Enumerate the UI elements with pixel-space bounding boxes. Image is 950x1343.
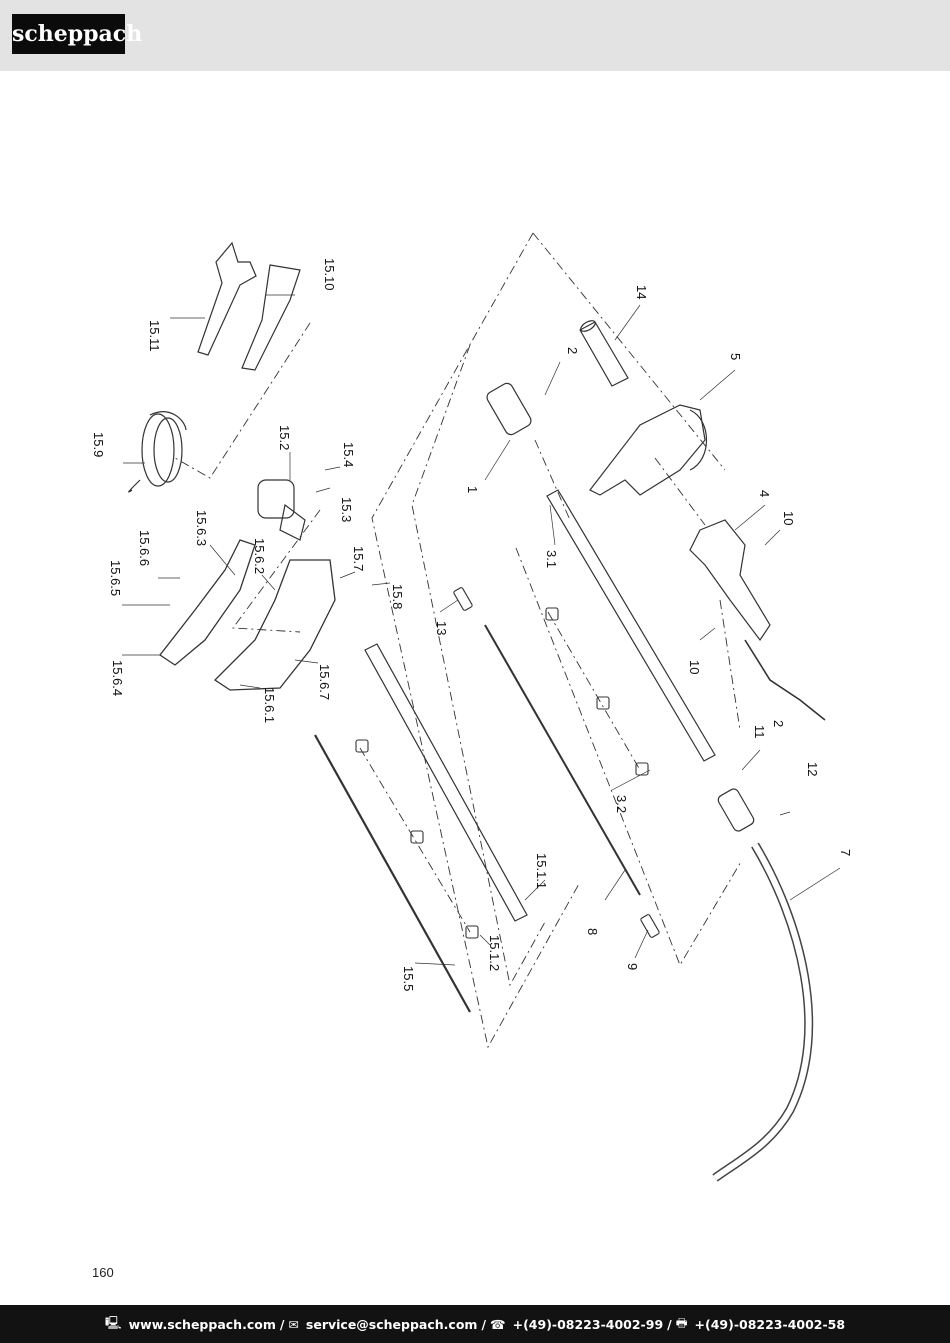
part-label: 12 — [805, 762, 820, 776]
assembly-guide-lines — [174, 232, 743, 1049]
part-label: 9 — [625, 963, 640, 970]
part-label: 15.10 — [322, 258, 337, 291]
part-label: 7 — [838, 849, 853, 856]
part-label-group: 1 2 3.1 3.2 4 5 7 8 9 10 10 11 2 12 13 1… — [91, 258, 853, 991]
part-trigger-handle — [689, 519, 826, 721]
computer-icon: 🖳 — [104, 1314, 122, 1330]
part-label: 15.9 — [91, 432, 106, 457]
mail-icon: ✉ — [288, 1316, 299, 1332]
part-label: 3.1 — [544, 550, 559, 568]
part-label: 15.7 — [351, 546, 366, 571]
part-label: 15.6.6 — [137, 530, 152, 566]
part-label: 15.6.7 — [317, 664, 332, 700]
footer-website[interactable]: www.scheppach.com — [128, 1316, 276, 1332]
page-number: 160 — [92, 1265, 114, 1280]
footer-separator: / — [667, 1316, 672, 1332]
part-nuts — [355, 587, 660, 939]
part-label: 15.5 — [401, 966, 416, 991]
part-label: 15.6.5 — [108, 560, 123, 596]
part-label: 14 — [634, 285, 649, 299]
footer-email[interactable]: service@scheppach.com — [305, 1316, 478, 1332]
part-label: 15.6.4 — [110, 660, 125, 696]
part-shaft-upper — [546, 489, 716, 762]
part-spool-head — [128, 411, 187, 493]
part-gear-head — [257, 479, 306, 541]
part-label: 15.6.3 — [194, 510, 209, 546]
phone-icon: ☎ — [490, 1316, 506, 1332]
header-bar: scheppach — [0, 0, 950, 71]
part-label: 3.2 — [614, 795, 629, 813]
footer-separator: / — [481, 1316, 487, 1332]
part-cable — [712, 842, 814, 1182]
scheppach-logo: scheppach — [12, 14, 142, 54]
leader-lines — [122, 294, 841, 966]
part-drive-rod — [314, 734, 471, 1013]
part-guard — [213, 559, 336, 691]
part-label: 15.2 — [277, 425, 292, 450]
footer-bar: 🖳 www.scheppach.com / ✉ service@scheppac… — [0, 1305, 950, 1343]
part-coupling — [486, 382, 532, 436]
part-label: 11 — [752, 725, 767, 739]
part-tube — [579, 320, 629, 387]
part-label: 15.3 — [339, 497, 354, 522]
part-wrench — [197, 241, 257, 356]
part-label: 8 — [585, 928, 600, 935]
footer-fax: +(49)-08223-4002-58 — [694, 1316, 846, 1332]
diagram-drawing: 1 2 3.1 3.2 4 5 7 8 9 10 10 11 2 12 13 1… — [91, 232, 853, 1182]
part-label: 15.11 — [147, 320, 162, 352]
part-label: 15.1.2 — [487, 935, 502, 971]
part-label: 5 — [728, 353, 743, 360]
fax-icon: 🖶 — [675, 1314, 688, 1330]
exploded-parts-diagram: 1 2 3.1 3.2 4 5 7 8 9 10 10 11 2 12 13 1… — [0, 71, 950, 1304]
part-blade — [241, 264, 301, 371]
footer-phone[interactable]: +(49)-08223-4002-99 — [512, 1316, 664, 1332]
footer-separator: / — [279, 1316, 285, 1332]
part-label: 13 — [434, 621, 449, 635]
part-connector — [717, 788, 755, 832]
part-label: 2 — [565, 347, 580, 354]
part-label: 10 — [687, 660, 702, 674]
part-label: 15.1.1 — [534, 853, 549, 889]
part-label: 15.4 — [341, 442, 356, 467]
part-drive-shaft — [484, 624, 641, 896]
part-label: 2 — [771, 720, 786, 727]
part-handle — [589, 404, 708, 496]
part-label: 15.6.2 — [252, 538, 267, 574]
part-guard-extension — [159, 539, 256, 666]
part-label: 1 — [465, 486, 480, 493]
part-label: 15.6.1 — [262, 687, 277, 723]
part-shaft-lower — [364, 643, 528, 922]
part-label: 15.8 — [390, 584, 405, 609]
part-label: 4 — [757, 490, 772, 497]
part-label: 10 — [781, 511, 796, 525]
